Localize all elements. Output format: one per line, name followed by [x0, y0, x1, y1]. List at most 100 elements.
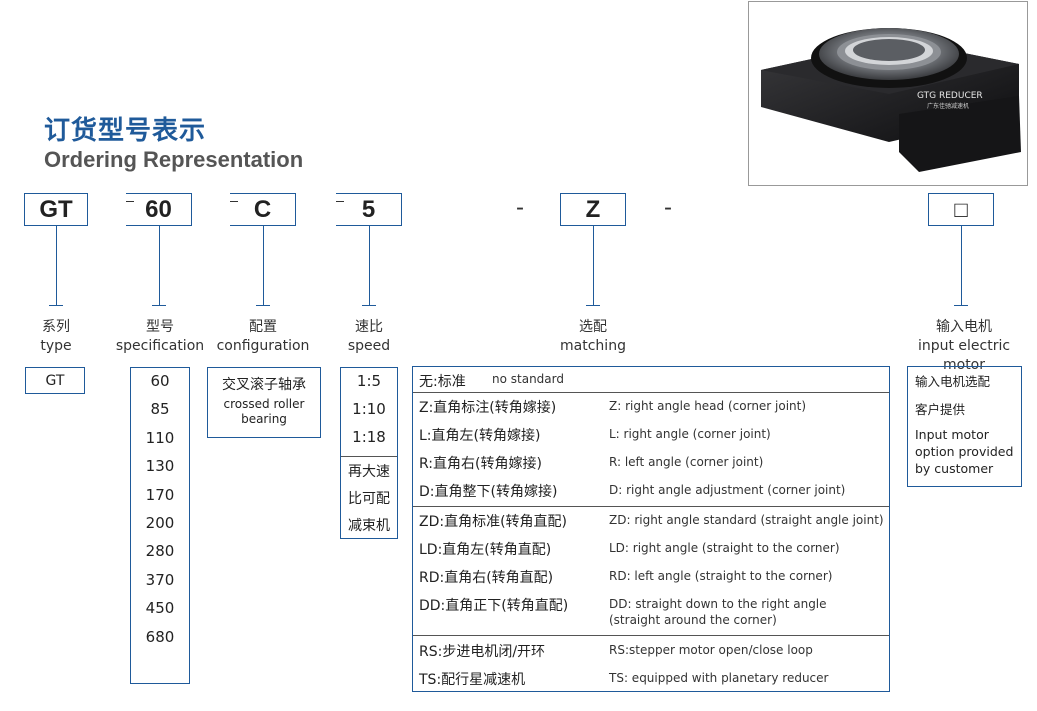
label-speed-en: speed [347, 338, 391, 354]
speed-note-line: 比可配 [348, 491, 390, 507]
matching-cn: LD:直角左(转角直配) [419, 542, 552, 558]
connector-line [961, 226, 962, 306]
speed-item: 1:5 [356, 372, 382, 390]
dash-separator: - [664, 194, 672, 221]
matching-en: D: right angle adjustment (corner joint) [609, 483, 846, 497]
matching-en-line2: (straight around the corner) [609, 613, 777, 627]
matching-en: R: left angle (corner joint) [609, 455, 764, 469]
matching-row: 无:标准 no standard [419, 371, 564, 391]
connector-line [369, 226, 370, 306]
spec-item: 280 [145, 542, 175, 561]
matching-en: ZD: right angle standard (straight angle… [609, 513, 884, 527]
motor-info-line2: 客户提供 [915, 402, 966, 417]
connector-line [56, 226, 57, 306]
matching-row: R:直角右(转角嫁接) R: left angle (corner joint) [419, 453, 763, 473]
matching-row: ZD:直角标准(转角直配) ZD: right angle standard (s… [419, 511, 884, 531]
code-z-box: Z [560, 193, 626, 226]
config-box: 交叉滚子轴承 crossed roller bearing [207, 367, 321, 438]
label-matching: 选配 matching [543, 318, 643, 356]
photo-brand-text: GTG REDUCER [917, 91, 983, 101]
spec-item: 60 [150, 372, 170, 390]
label-matching-en: matching [560, 338, 626, 354]
matching-en: RS:stepper motor open/close loop [609, 643, 813, 657]
speed-note-line: 减束机 [348, 518, 390, 534]
product-photo: GTG REDUCER 广东佳驰减速机 [748, 1, 1028, 186]
photo-sub-text: 广东佳驰减速机 [927, 102, 969, 110]
spec-item: 680 [145, 627, 175, 646]
matching-row: LD:直角左(转角直配) LD: right angle (straight to… [419, 539, 840, 559]
spec-item: 85 [150, 400, 170, 419]
matching-row: D:直角整下(转角嫁接) D: right angle adjustment (c… [419, 481, 845, 501]
spec-item: 450 [145, 599, 175, 618]
label-type-cn: 系列 [42, 319, 70, 335]
label-matching-cn: 选配 [579, 319, 607, 335]
code-5-box: 5 [336, 193, 402, 226]
connector-line [593, 226, 594, 306]
label-type: 系列 type [16, 318, 96, 356]
spec-item: 130 [145, 457, 175, 476]
motor-info-box: 输入电机选配 客户提供 Input motor option provided … [907, 366, 1022, 487]
label-motor: 输入电机 input electric motor [896, 318, 1032, 375]
label-speed: 速比 speed [334, 318, 404, 356]
label-type-en: type [40, 338, 72, 354]
matching-cn: L:直角左(转角嫁接) [419, 428, 541, 444]
matching-en: no standard [492, 372, 564, 386]
code-gt-box: GT [24, 193, 88, 226]
rotary-table-image: GTG REDUCER 广东佳驰减速机 [761, 28, 1021, 172]
matching-row: RS:步进电机闭/开环 RS:stepper motor open/close l… [419, 641, 813, 661]
motor-info-line1: 输入电机选配 [915, 374, 991, 389]
config-cn: 交叉滚子轴承 [222, 377, 306, 393]
dash-line [230, 201, 238, 202]
matching-en: LD: right angle (straight to the corner) [609, 541, 840, 555]
label-config-cn: 配置 [249, 319, 277, 335]
connector-tick [152, 305, 166, 306]
label-config: 配置 configuration [213, 318, 313, 356]
matching-en: TS: equipped with planetary reducer [609, 671, 829, 685]
matching-cn: D:直角整下(转角嫁接) [419, 484, 558, 500]
label-spec-cn: 型号 [146, 319, 174, 335]
label-speed-cn: 速比 [355, 319, 383, 335]
speed-divider [341, 456, 397, 457]
label-motor-en: input electric motor [917, 338, 1011, 373]
matching-row: DD:直角正下(转角直配)DD: straight down to the ri… [419, 595, 827, 627]
matching-cn: Z:直角标注(转角嫁接) [419, 400, 557, 416]
spec-item: 200 [145, 514, 175, 532]
matching-cn: RS:步进电机闭/开环 [419, 644, 546, 660]
matching-cn: ZD:直角标准(转角直配) [419, 514, 568, 530]
matching-cn: TS:配行星减速机 [419, 672, 526, 688]
dash-separator: - [516, 194, 524, 221]
connector-tick [362, 305, 376, 306]
spec-item: 170 [145, 485, 175, 504]
type-value-box: GT [25, 367, 85, 394]
page-title-en: Ordering Representation [44, 147, 304, 172]
connector-line [159, 226, 160, 306]
code-motor-box: □ [928, 193, 994, 226]
speed-note-line: 再大速 [348, 464, 390, 480]
code-60-box: 60 [126, 193, 192, 226]
code-c-box: C [230, 193, 296, 226]
label-motor-cn: 输入电机 [936, 319, 992, 335]
label-spec: 型号 specification [110, 318, 210, 356]
matching-divider [413, 506, 889, 507]
matching-cn: R:直角右(转角嫁接) [419, 456, 542, 472]
page-title-cn: 订货型号表示 [44, 116, 207, 146]
matching-row: L:直角左(转角嫁接)L: right angle (corner joint) [419, 425, 771, 445]
spec-item: 370 [145, 570, 175, 589]
dash-line [126, 201, 134, 202]
motor-info-line3: Input motor option provided by customer [915, 427, 1014, 476]
matching-row: TS:配行星减速机 TS: equipped with planetary red… [419, 669, 828, 689]
dash-line [336, 201, 344, 202]
matching-en: Z: right angle head (corner joint) [609, 399, 807, 413]
matching-en: DD: straight down to the right angle [609, 597, 827, 611]
label-spec-en: specification [115, 338, 205, 354]
matching-divider [413, 635, 889, 636]
matching-en: RD: left angle (straight to the corner) [609, 569, 833, 583]
matching-cn: 无:标准 [419, 374, 466, 390]
label-config-en: configuration [216, 338, 310, 354]
config-en: crossed roller bearing [223, 397, 305, 426]
matching-divider [413, 392, 889, 393]
matching-row: RD:直角右(转角直配)RD: left angle (straight to … [419, 567, 832, 587]
